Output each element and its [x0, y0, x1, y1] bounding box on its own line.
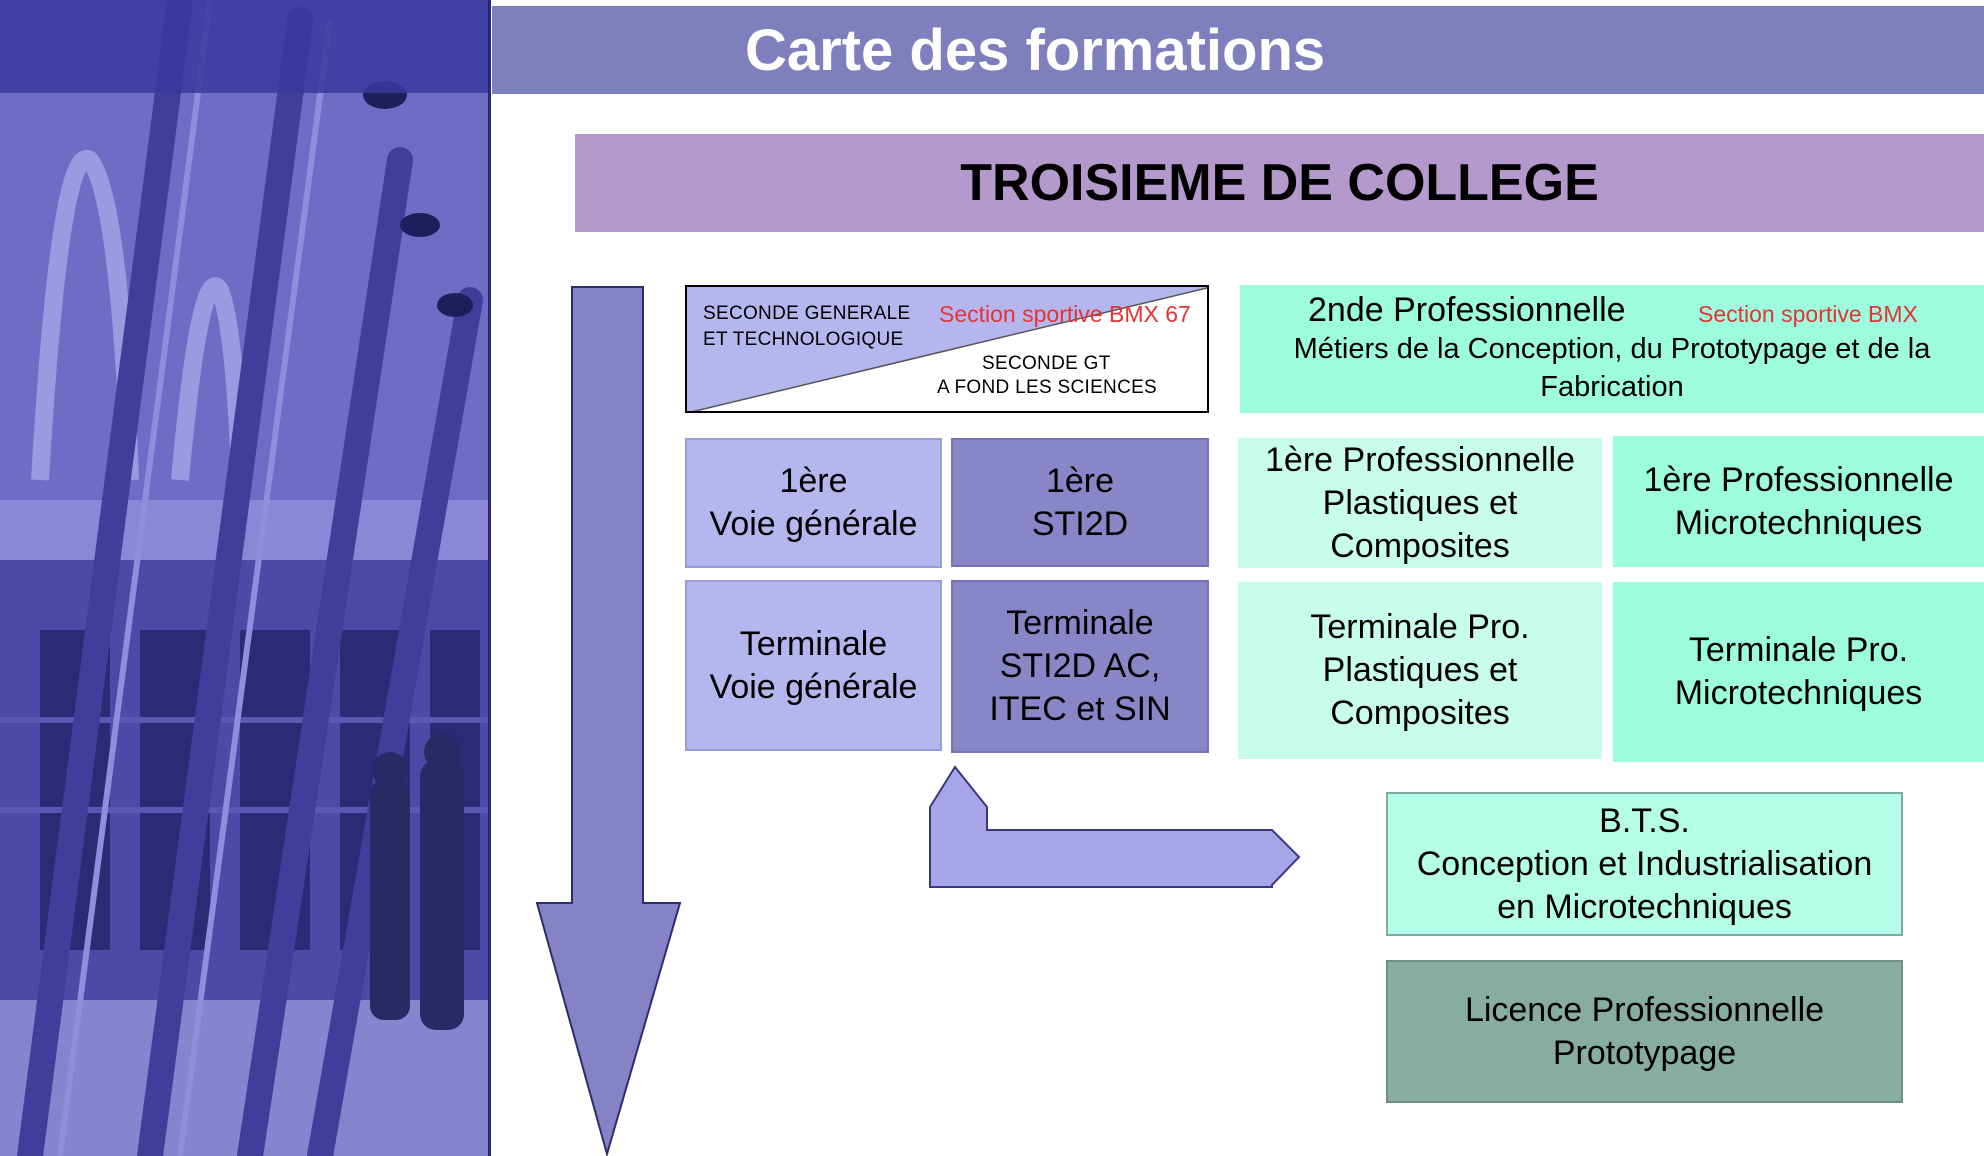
box-line: Terminale	[1006, 604, 1154, 642]
box-line: 1ère	[1045, 461, 1115, 500]
box-line: Terminale Pro.	[1310, 608, 1530, 646]
premiere-pro-microtechniques: 1ère Professionnelle Microtechniques	[1613, 436, 1984, 567]
terminale-voie-generale: Terminale Voie générale	[685, 580, 942, 751]
box-line: Terminale	[739, 624, 888, 663]
down-arrow-icon	[535, 286, 682, 1156]
seconde-generale-label: SECONDE GENERALE	[703, 303, 911, 324]
seconde-generale-box: SECONDE GENERALE ET TECHNOLOGIQUE Sectio…	[685, 285, 1209, 413]
panel-divider	[488, 0, 491, 1156]
box-line: en Microtechniques	[1497, 887, 1792, 926]
premiere-pro-plastiques: 1ère Professionnelle Plastiques et Compo…	[1238, 438, 1602, 568]
box-line: 1ère Professionnelle	[1643, 460, 1954, 499]
seconde-pro-line3: Fabrication	[1540, 371, 1684, 403]
box-line: Terminale Pro.	[1688, 631, 1909, 669]
box-line: Prototypage	[1552, 1033, 1737, 1072]
box-line: Licence Professionnelle	[1464, 990, 1825, 1029]
box-line: Voie générale	[709, 667, 918, 706]
campus-photo	[0, 0, 490, 1156]
premiere-voie-generale: 1ère Voie générale	[685, 438, 942, 568]
terminale-pro-plastiques: Terminale Pro. Plastiques et Composites	[1238, 582, 1602, 759]
page-title: Carte des formations	[492, 6, 1984, 94]
title-band-left	[0, 0, 490, 93]
seconde-pro-line2: Métiers de la Conception, du Prototypage…	[1293, 333, 1931, 365]
box-line: STI2D	[1031, 504, 1129, 543]
bmx-section-label: Section sportive BMX 67	[939, 301, 1191, 327]
box-line: Composites	[1330, 526, 1510, 565]
bent-arrow-icon	[929, 765, 1301, 888]
terminale-pro-microtechniques: Terminale Pro. Microtechniques	[1613, 582, 1984, 762]
fond-sciences-label: A FOND LES SCIENCES	[937, 377, 1158, 398]
box-line: Voie générale	[709, 505, 918, 543]
box-line: Composites	[1330, 694, 1510, 732]
box-line: B.T.S.	[1599, 801, 1690, 840]
box-line: Plastiques et	[1322, 483, 1518, 522]
box-line: Microtechniques	[1674, 674, 1923, 712]
box-line: 1ère	[779, 462, 848, 500]
terminale-sti2d: Terminale STI2D AC, ITEC et SIN	[951, 580, 1209, 753]
seconde-pro-box: 2nde Professionnelle Section sportive BM…	[1240, 285, 1984, 413]
seconde-pro-title: 2nde Professionnelle	[1308, 291, 1626, 329]
box-line: Plastiques et	[1322, 651, 1518, 689]
box-line: Conception et Industrialisation	[1416, 844, 1873, 883]
seconde-technologique-label: ET TECHNOLOGIQUE	[703, 329, 904, 350]
box-line: ITEC et SIN	[989, 690, 1171, 728]
bmx-pro-label: Section sportive BMX	[1698, 301, 1918, 327]
box-line: Microtechniques	[1674, 503, 1923, 542]
licence-box: Licence Professionnelle Prototypage	[1386, 960, 1903, 1103]
premiere-sti2d: 1ère STI2D	[951, 438, 1209, 567]
seconde-gt-label: SECONDE GT	[982, 353, 1111, 374]
bts-box: B.T.S. Conception et Industrialisation e…	[1386, 792, 1903, 936]
box-line: STI2D AC,	[999, 647, 1161, 685]
box-line: 1ère Professionnelle	[1265, 440, 1575, 479]
college-banner: TROISIEME DE COLLEGE	[575, 134, 1984, 232]
